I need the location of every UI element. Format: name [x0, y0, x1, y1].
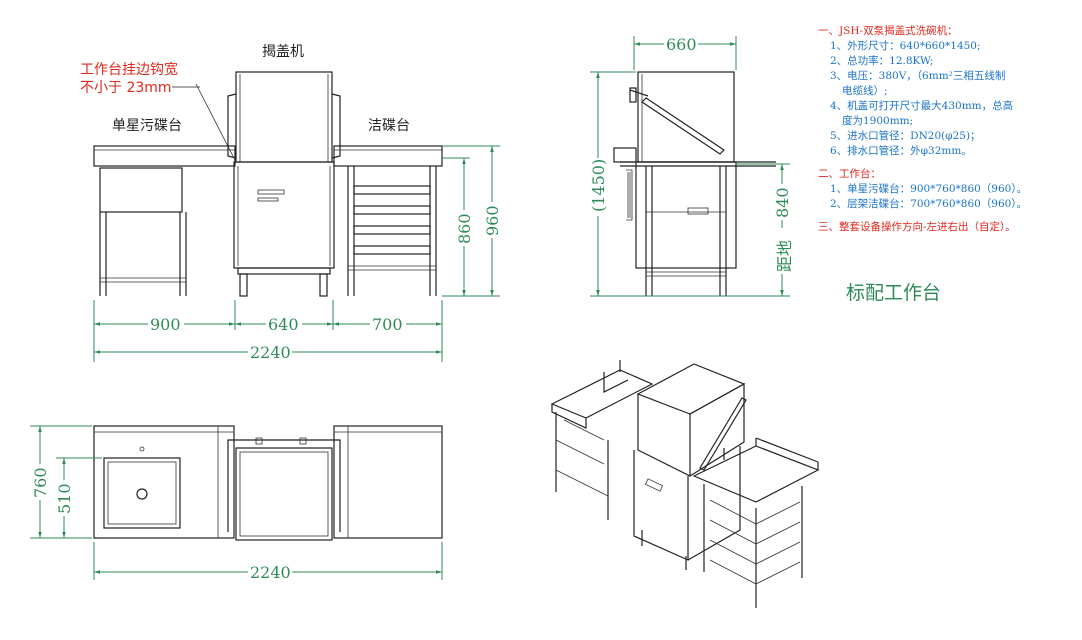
spec-item: 度为1900mm;: [842, 115, 914, 127]
dim-700: 700: [372, 315, 403, 334]
dim-660: 660: [666, 35, 697, 54]
dim-860: 860: [455, 213, 474, 244]
soiled-table-label: 单星污碟台: [112, 118, 182, 134]
dim-510: 510: [55, 483, 74, 514]
front-view: 揭盖机 工作台挂边钩宽 不小于 23mm 单星污碟台 洁碟台 900 640 7…: [80, 44, 502, 362]
spec-item: 1、外形尺寸：640*660*1450;: [830, 40, 981, 52]
isometric-view: [550, 360, 820, 608]
top-view: 760 510 2240: [30, 425, 443, 582]
hook-note-line1: 工作台挂边钩宽: [80, 61, 178, 78]
spec-panel: 一、JSH-双泵揭盖式洗碗机： 1、外形尺寸：640*660*1450; 2、总…: [818, 24, 1080, 235]
front-clean-table: [333, 145, 443, 296]
spec-section1-title: 一、JSH-双泵揭盖式洗碗机：: [818, 25, 958, 37]
dim-floor-label: 距地: [775, 240, 794, 272]
spec-item: 1、单星污碟台：900*760*860（960）。: [830, 183, 1028, 195]
dim-640: 640: [268, 315, 299, 334]
spec-item: 2、总功率：12.8KW;: [830, 55, 934, 67]
clean-table-label: 洁碟台: [368, 118, 410, 134]
side-view: 660 (1450) 840 距地: [588, 34, 794, 297]
dim-960: 960: [483, 205, 502, 236]
spec-item: 4、机盖可打开尺寸最大430mm，总高: [830, 100, 1014, 112]
spec-item: 3、电压：380V，（6mm²三相五线制: [830, 70, 1006, 82]
dim-1450: (1450): [589, 159, 608, 212]
hook-note-line2: 不小于 23mm: [80, 80, 172, 96]
spec-item: 2、层架洁碟台：700*760*860（960）。: [830, 198, 1028, 210]
standard-workbench-label: 标配工作台: [846, 282, 942, 304]
front-machine: [195, 71, 341, 297]
spec-item: 5、进水口管径：DN20(φ25)；: [830, 130, 981, 142]
dim-840: 840: [773, 187, 792, 218]
spec-item: 6、排水口管径：外φ32mm。: [830, 145, 972, 157]
dim-900: 900: [150, 315, 181, 334]
dim-2240-front: 2240: [250, 343, 291, 362]
front-soiled-table: [93, 145, 236, 296]
hood-machine-label: 揭盖机: [262, 44, 304, 60]
dim-760: 760: [31, 467, 50, 498]
spec-item: 电缆线）;: [842, 85, 888, 97]
spec-section3-title: 三、整套设备操作方向-左进右出（自定）。: [818, 221, 1016, 233]
spec-section2-title: 二、工作台：: [818, 168, 881, 180]
dim-2240-top: 2240: [250, 563, 291, 582]
